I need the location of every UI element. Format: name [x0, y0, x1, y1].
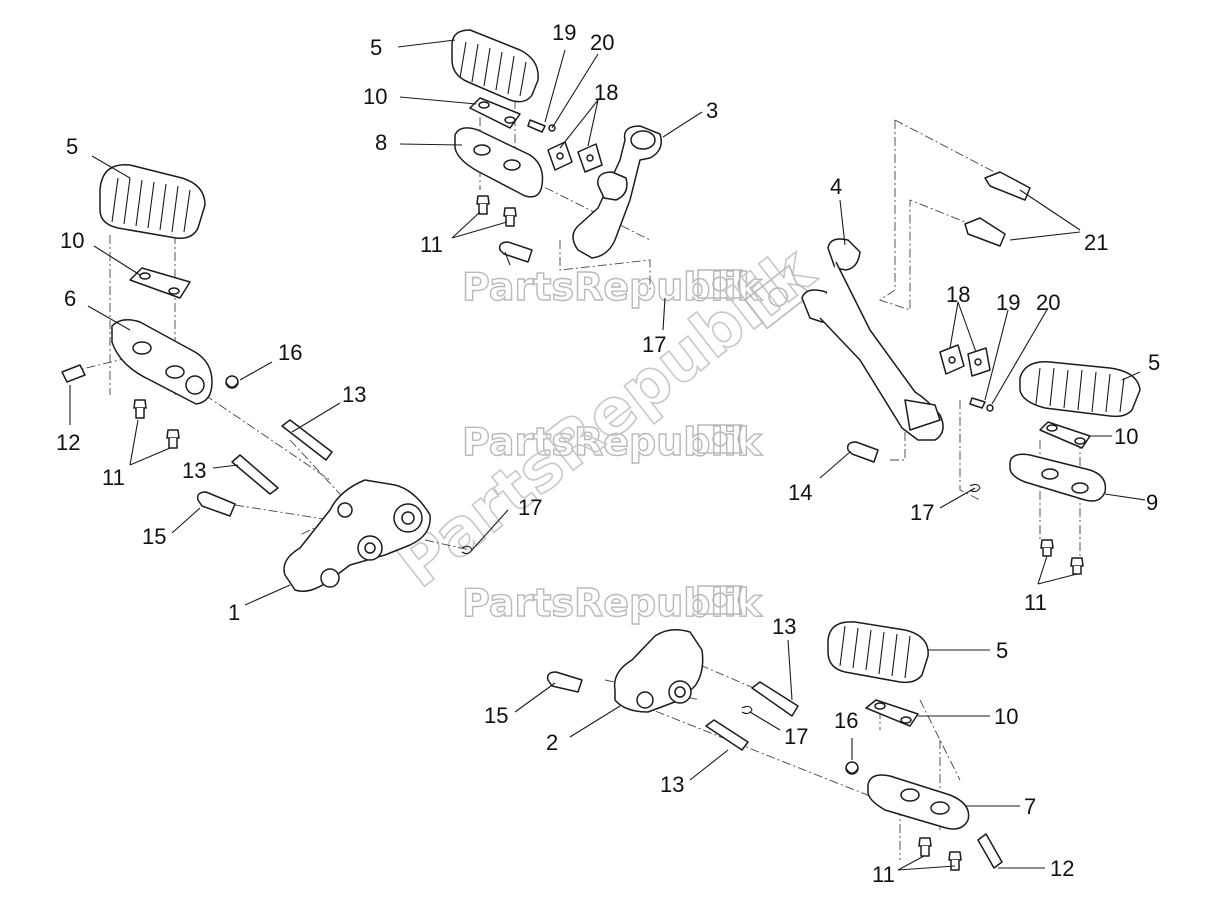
- footpeg-rubber-right: [1019, 361, 1141, 418]
- callout-20: 20: [590, 30, 614, 55]
- callout-5: 5: [1148, 350, 1160, 375]
- callout-17: 17: [910, 500, 934, 525]
- callout-21: 21: [1084, 230, 1108, 255]
- gear-flag-icon: [697, 585, 744, 615]
- pin-12-left: [61, 364, 86, 383]
- main-bracket-left: [283, 479, 431, 592]
- callout-19: 19: [552, 20, 576, 45]
- spring-16-bottom: [845, 761, 859, 775]
- screws-11-right: [1040, 539, 1084, 575]
- callout-6: 6: [64, 286, 76, 311]
- callout-13: 13: [182, 458, 206, 483]
- plate-left: [129, 267, 191, 299]
- bolts-21-right: [964, 171, 1031, 247]
- callout-labels: 5 10 8 19 20 18 3 11 17 5 10 6 16 12 11 …: [56, 20, 1160, 887]
- callout-17: 17: [642, 332, 666, 357]
- callout-11: 11: [102, 465, 125, 490]
- callout-13: 13: [660, 772, 684, 797]
- callout-18: 18: [594, 80, 618, 105]
- spring-19-20-top: [527, 119, 556, 133]
- callout-15: 15: [484, 703, 508, 728]
- screws-11-top: [476, 195, 517, 227]
- callout-2: 2: [546, 730, 558, 755]
- callout-5: 5: [370, 35, 382, 60]
- callout-17: 17: [784, 724, 808, 749]
- callout-10: 10: [363, 84, 387, 109]
- callout-12: 12: [1050, 856, 1074, 881]
- pin-15-top: [498, 241, 533, 263]
- callout-3: 3: [706, 98, 718, 123]
- clip-17-bottom: [741, 705, 753, 715]
- callout-8: 8: [375, 130, 387, 155]
- bolts-13-bottom: [705, 681, 799, 751]
- spring-left: [225, 375, 239, 389]
- gear-flag-icon: [697, 424, 744, 454]
- callout-20: 20: [1036, 290, 1060, 315]
- callout-4: 4: [830, 174, 842, 199]
- callout-9: 9: [1146, 490, 1158, 515]
- watermark-group: PartsRepublik PartsRepublik PartsRepubli…: [383, 232, 829, 626]
- main-bracket-bottom: [613, 629, 704, 713]
- callout-13: 13: [772, 614, 796, 639]
- shift-lever-top: [572, 125, 662, 259]
- callout-11: 11: [420, 232, 443, 257]
- clip-17-right: [969, 483, 981, 493]
- callout-7: 7: [1024, 794, 1036, 819]
- leader-lines: [69, 39, 1146, 871]
- plate-bottom: [865, 699, 919, 727]
- watermark-text: PartsRepublik: [462, 581, 763, 625]
- screws-11-bottom: [918, 837, 962, 871]
- brake-lever-right: [801, 238, 944, 441]
- callout-1: 1: [228, 600, 240, 625]
- callout-10: 10: [60, 228, 84, 253]
- gear-flag-icon: [697, 269, 744, 299]
- spring-19-20-right: [969, 397, 994, 412]
- callout-5: 5: [996, 638, 1008, 663]
- callout-16: 16: [834, 708, 858, 733]
- pin-15-left: [196, 491, 236, 517]
- plate-top: [469, 97, 521, 129]
- footpeg-rubber-top: [451, 29, 539, 103]
- pin-14-right: [846, 441, 879, 463]
- callout-5: 5: [66, 134, 78, 159]
- callout-15: 15: [142, 524, 166, 549]
- callout-10: 10: [994, 704, 1018, 729]
- pin-15-bottom: [546, 671, 583, 693]
- callout-10: 10: [1114, 424, 1138, 449]
- callout-13: 13: [342, 382, 366, 407]
- footrest-bracket-left: [111, 319, 213, 405]
- callout-16: 16: [278, 340, 302, 365]
- callout-11: 11: [1024, 590, 1047, 615]
- plate-right: [1039, 421, 1091, 449]
- callout-19: 19: [996, 290, 1020, 315]
- pin-12-bottom: [977, 833, 1003, 869]
- footrest-bracket-bottom: [867, 774, 970, 830]
- footpeg-rubber-bottom: [827, 621, 929, 684]
- bolts-13-left: [231, 419, 333, 495]
- callout-14: 14: [788, 480, 812, 505]
- footpeg-rubber-left: [99, 163, 206, 240]
- footrest-bracket-top: [454, 127, 544, 198]
- callout-18: 18: [946, 282, 970, 307]
- footrest-bracket-right: [1009, 453, 1107, 502]
- pads-18-top: [547, 141, 603, 173]
- gear-flag-icon: [743, 264, 813, 330]
- callout-11: 11: [872, 862, 895, 887]
- callout-12: 12: [56, 430, 80, 455]
- pads-18-right: [939, 344, 991, 377]
- callout-17: 17: [518, 495, 542, 520]
- screws-11-left: [133, 399, 180, 449]
